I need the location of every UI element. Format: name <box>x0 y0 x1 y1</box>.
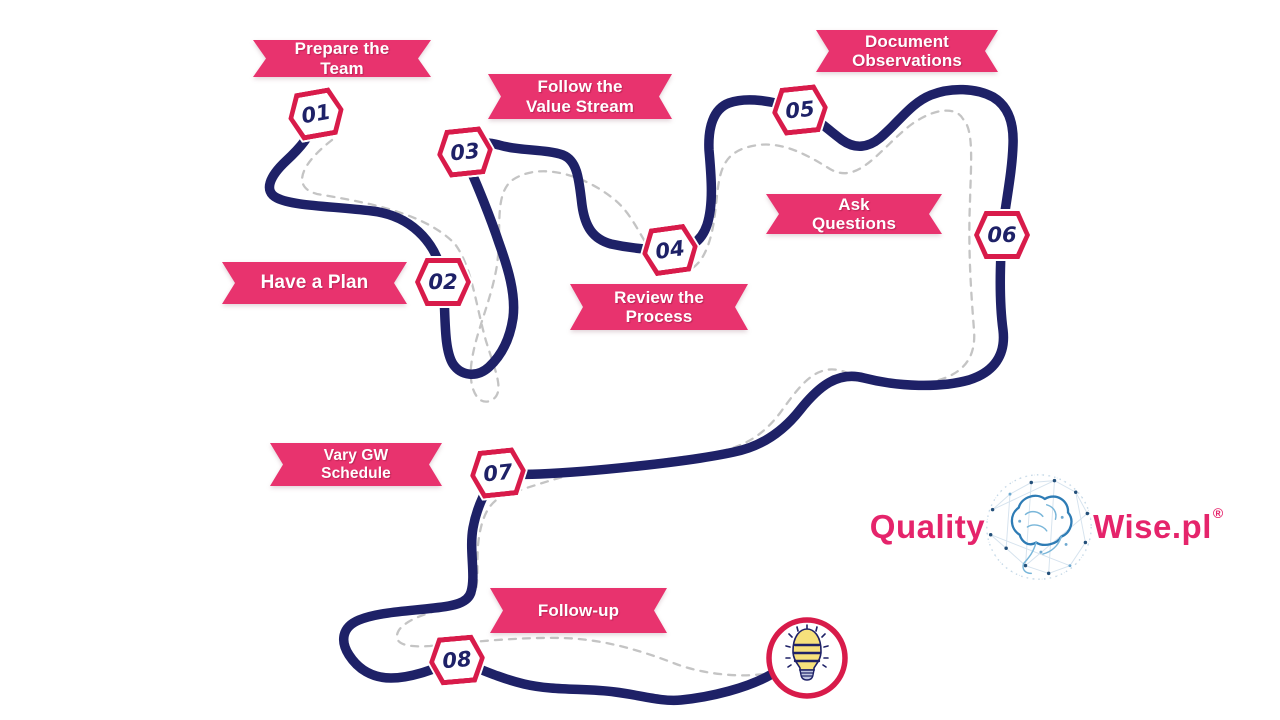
logo-quality-text: Quality <box>869 508 986 545</box>
step-number: 05 <box>784 96 816 124</box>
step-marker-07: 07 <box>465 444 530 502</box>
ribbon-shape: Follow the Value Stream <box>488 74 672 119</box>
step-marker-02: 02 <box>413 256 473 308</box>
step-banner-label: Follow-up <box>537 600 620 620</box>
step-banner-04: Review the Process <box>570 284 748 330</box>
registered-trademark-symbol: ® <box>1212 505 1224 521</box>
step-banner-01: Prepare the Team <box>253 40 431 77</box>
step-number: 08 <box>441 646 473 674</box>
brain-network-sphere-icon <box>986 474 1093 580</box>
ribbon-shape: Vary GW Schedule <box>270 443 442 486</box>
step-marker-01: 01 <box>282 83 350 145</box>
step-marker-03: 03 <box>432 123 497 181</box>
lightbulb-icon <box>766 617 848 699</box>
step-marker-06: 06 <box>972 209 1032 261</box>
step-banner-02: Have a Plan <box>222 262 407 304</box>
qualitywise-logo: Quality <box>856 462 1236 592</box>
step-number: 03 <box>449 138 481 166</box>
step-banner-label: Vary GW Schedule <box>321 447 391 482</box>
ribbon-shape: Follow-up <box>490 588 667 633</box>
step-number: 02 <box>428 270 458 294</box>
step-marker-04: 04 <box>637 220 704 280</box>
step-banner-label: Review the Process <box>614 287 704 326</box>
step-number: 06 <box>987 223 1017 247</box>
logo-wise-text: Wise.pl <box>1093 508 1212 545</box>
ribbon-shape: Document Observations <box>816 30 998 72</box>
step-banner-label: Follow the Value Stream <box>526 77 634 116</box>
step-marker-08: 08 <box>425 631 489 688</box>
step-banner-03: Follow the Value Stream <box>488 74 672 119</box>
step-banner-05: Document Observations <box>816 30 998 72</box>
step-banner-label: Document Observations <box>852 31 962 70</box>
step-marker-05: 05 <box>767 81 832 139</box>
step-number: 07 <box>482 459 514 487</box>
ribbon-shape: Review the Process <box>570 284 748 330</box>
step-number: 01 <box>299 99 333 129</box>
ribbon-shape: Have a Plan <box>222 262 407 304</box>
step-number: 04 <box>653 236 687 264</box>
step-banner-08: Follow-up <box>490 588 667 633</box>
ribbon-shape: Ask Questions <box>766 194 942 234</box>
step-banner-label: Have a Plan <box>260 272 369 294</box>
step-banner-label: Prepare the Team <box>294 39 390 78</box>
step-banner-07: Vary GW Schedule <box>270 443 442 486</box>
step-banner-06: Ask Questions <box>766 194 942 234</box>
step-banner-label: Ask Questions <box>811 194 897 233</box>
ribbon-shape: Prepare the Team <box>253 40 431 77</box>
route-main-path <box>264 84 1018 706</box>
